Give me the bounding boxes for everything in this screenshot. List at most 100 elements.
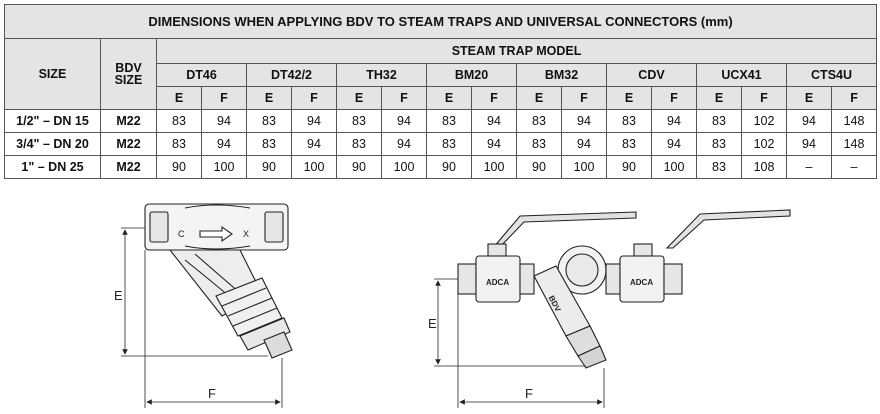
dimension-value-cell: 94 xyxy=(471,109,517,133)
dimension-value-cell: 102 xyxy=(741,132,787,156)
station-dim-f-label: F xyxy=(525,386,533,401)
dimension-value-cell: 83 xyxy=(156,109,202,133)
dimension-value-cell: 83 xyxy=(156,132,202,156)
dimension-value-cell: 94 xyxy=(291,132,337,156)
dimension-value-cell: 94 xyxy=(651,132,697,156)
dimension-value-cell: 94 xyxy=(786,109,832,133)
dimension-value-cell: 83 xyxy=(426,109,472,133)
dimension-value-cell: 83 xyxy=(696,155,742,179)
dimension-f-header: F xyxy=(561,86,607,110)
bdv-size-cell: M22 xyxy=(100,109,157,133)
dimension-value-cell: 100 xyxy=(291,155,337,179)
model-header: UCX41 xyxy=(696,63,787,87)
model-header: DT42/2 xyxy=(246,63,337,87)
dimension-value-cell: 94 xyxy=(561,132,607,156)
dimension-e-header: E xyxy=(426,86,472,110)
dimension-f-header: F xyxy=(291,86,337,110)
dimension-value-cell: 90 xyxy=(516,155,562,179)
size-cell: 1/2" – DN 15 xyxy=(4,109,101,133)
dimension-f-header: F xyxy=(471,86,517,110)
dimension-value-cell: 100 xyxy=(561,155,607,179)
flow-from-mark: C xyxy=(178,229,185,239)
dimension-value-cell: 83 xyxy=(606,109,652,133)
dimension-value-cell: 90 xyxy=(336,155,382,179)
dimension-value-cell: 102 xyxy=(741,109,787,133)
dimension-f-header: F xyxy=(830,86,878,110)
dimension-value-cell: 90 xyxy=(246,155,292,179)
dimension-value-cell: 83 xyxy=(696,109,742,133)
station-dim-e-label: E xyxy=(428,316,437,331)
dimensions-table: DIMENSIONS WHEN APPLYING BDV TO STEAM TR… xyxy=(3,4,878,179)
dimension-drawings: C X E F ADCA ADCA BDV xyxy=(114,203,791,408)
model-header: DT46 xyxy=(156,63,247,87)
dimension-value-cell: 94 xyxy=(786,132,832,156)
dimension-value-cell: 90 xyxy=(606,155,652,179)
dimension-value-cell: 94 xyxy=(201,132,247,156)
dimension-value-cell: 100 xyxy=(651,155,697,179)
dimension-f-header: F xyxy=(381,86,427,110)
bdv-size-column-header: BDV SIZE xyxy=(100,38,157,110)
dimension-value-cell: 83 xyxy=(516,109,562,133)
dimension-value-cell: 148 xyxy=(830,109,878,133)
table-title: DIMENSIONS WHEN APPLYING BDV TO STEAM TR… xyxy=(3,4,878,39)
dimension-value-cell: 94 xyxy=(651,109,697,133)
flow-to-mark: X xyxy=(243,229,249,239)
model-header: BM20 xyxy=(426,63,517,87)
model-header: CDV xyxy=(606,63,697,87)
strainer-dimension-f xyxy=(144,250,283,408)
size-cell: 1" – DN 25 xyxy=(4,155,101,179)
dimension-value-cell: 100 xyxy=(201,155,247,179)
size-cell: 3/4" – DN 20 xyxy=(4,132,101,156)
dimension-value-cell: 83 xyxy=(606,132,652,156)
dimension-value-cell: – xyxy=(786,155,832,179)
dimension-value-cell: 83 xyxy=(336,132,382,156)
dimension-value-cell: 94 xyxy=(561,109,607,133)
dimension-value-cell: 90 xyxy=(426,155,472,179)
dimension-value-cell: 83 xyxy=(426,132,472,156)
dimension-value-cell: 148 xyxy=(830,132,878,156)
dimension-value-cell: 100 xyxy=(471,155,517,179)
strainer-dimension-e xyxy=(121,227,268,357)
dimension-f-header: F xyxy=(651,86,697,110)
dimension-value-cell: 83 xyxy=(696,132,742,156)
model-header: CTS4U xyxy=(785,63,878,87)
right-valve-brand: ADCA xyxy=(630,278,653,287)
dimension-value-cell: 83 xyxy=(246,132,292,156)
left-valve-brand: ADCA xyxy=(486,278,509,287)
dimension-e-header: E xyxy=(786,86,832,110)
dimension-value-cell: 83 xyxy=(516,132,562,156)
station-dimension-e xyxy=(434,278,586,367)
bdv-size-cell: M22 xyxy=(100,132,157,156)
dimension-value-cell: 94 xyxy=(381,132,427,156)
dimension-e-header: E xyxy=(336,86,382,110)
strainer-dim-f-label: F xyxy=(208,386,216,401)
model-header: TH32 xyxy=(336,63,427,87)
size-column-header: SIZE xyxy=(4,38,101,110)
model-header: BM32 xyxy=(516,63,607,87)
strainer-dim-e-label: E xyxy=(114,288,123,303)
dimension-e-header: E xyxy=(516,86,562,110)
station-dimension-f xyxy=(457,294,605,408)
connector-station-drawing xyxy=(457,209,791,369)
strainer-drawing xyxy=(144,203,293,359)
dimension-value-cell: 100 xyxy=(381,155,427,179)
bdv-size-cell: M22 xyxy=(100,155,157,179)
dimension-value-cell: 94 xyxy=(291,109,337,133)
dimension-value-cell: 90 xyxy=(156,155,202,179)
dimension-value-cell: 94 xyxy=(471,132,517,156)
dimension-f-header: F xyxy=(741,86,787,110)
dimension-value-cell: 94 xyxy=(201,109,247,133)
dimension-value-cell: 83 xyxy=(336,109,382,133)
dimension-value-cell: 94 xyxy=(381,109,427,133)
steam-trap-model-header: STEAM TRAP MODEL xyxy=(155,38,878,64)
dimension-value-cell: 108 xyxy=(741,155,787,179)
dimension-e-header: E xyxy=(156,86,202,110)
dimension-e-header: E xyxy=(606,86,652,110)
dimension-f-header: F xyxy=(201,86,247,110)
dimension-value-cell: 83 xyxy=(246,109,292,133)
dimension-value-cell: – xyxy=(830,155,878,179)
dimension-e-header: E xyxy=(696,86,742,110)
